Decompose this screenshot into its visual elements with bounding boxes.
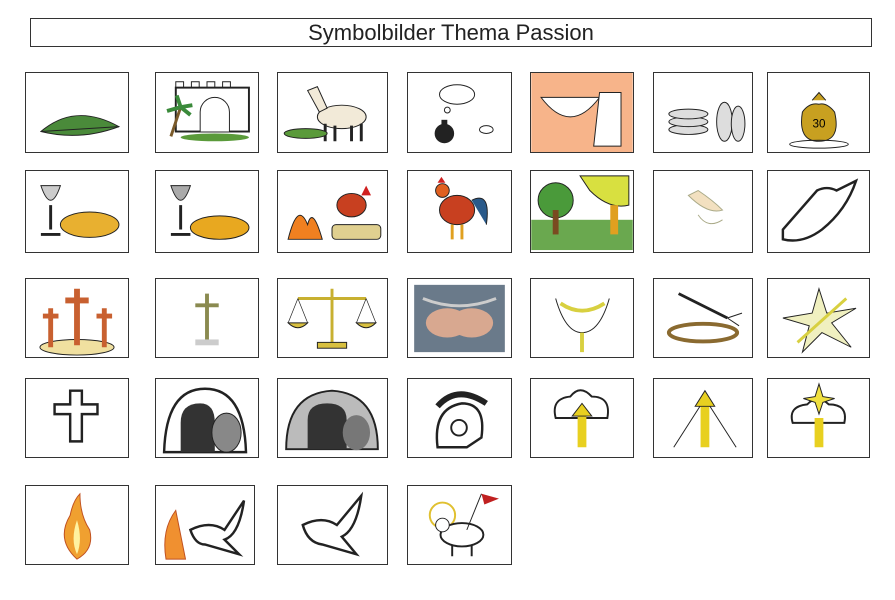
page-title: Symbolbilder Thema Passion [30, 18, 872, 47]
chalice-bread-grey-icon [170, 185, 250, 240]
symbol-card-cross-grey [155, 278, 259, 358]
symbol-card-scales [277, 278, 388, 358]
symbol-card-chalice-bread-grey [155, 170, 259, 253]
cloud-arrow-icon [553, 389, 609, 448]
roman-helmet-icon [435, 391, 488, 449]
rooster-icon [435, 176, 488, 240]
cross-outline-icon [53, 389, 99, 443]
symbol-card-crown-of-thorns-whip [653, 278, 753, 358]
symbol-card-bound-hands [530, 278, 634, 358]
symbol-card-arrow-light [653, 378, 753, 458]
money-bag-icon: 30 [789, 91, 849, 149]
garden-icon [531, 175, 633, 251]
bowl-and-pitcher-icon [531, 73, 633, 152]
symbol-card-cloud-arrow [530, 378, 634, 458]
three-crosses-icon [39, 288, 115, 356]
praying-hands-icon [781, 178, 859, 242]
symbol-card-rooster [407, 170, 512, 253]
praying-hands-small-icon [687, 189, 724, 225]
symbol-card-chalice-bread [25, 170, 129, 253]
chained-hands-photo-icon [414, 284, 505, 353]
symbol-card-chained-hands-photo [407, 278, 512, 358]
svg-text:30: 30 [812, 118, 826, 131]
symbol-card-cross-outline [25, 378, 129, 458]
symbol-card-coins [653, 72, 753, 153]
tomb-open-icon [162, 387, 248, 454]
donkey-icon [283, 86, 367, 142]
coins-icon [668, 101, 746, 142]
cross-grey-icon [195, 293, 219, 346]
shattered-light-icon [782, 287, 857, 354]
symbol-card-lamb-with-flag [407, 485, 512, 565]
symbol-card-roman-helmet [407, 378, 512, 458]
symbol-card-tomb-open [155, 378, 259, 458]
symbol-card-praying-hands [767, 170, 870, 253]
symbol-card-praying-hands-small [653, 170, 753, 253]
symbol-card-tomb-grey [277, 378, 388, 458]
symbol-card-money-bag: 30 [767, 72, 870, 153]
cloud-arrow-star-icon [790, 382, 846, 448]
scales-icon [286, 288, 378, 349]
symbol-card-shattered-light [767, 278, 870, 358]
symbol-card-city-gate-palm [155, 72, 259, 153]
symbol-card-flame [25, 485, 129, 565]
symbol-card-donkey [277, 72, 388, 153]
arrow-light-icon [673, 389, 737, 448]
lamb-with-flag-icon [428, 493, 499, 557]
ointment-jar-icon [434, 84, 494, 144]
symbol-card-cloud-arrow-star [767, 378, 870, 458]
city-gate-palm-icon [166, 81, 250, 142]
symbol-card-ointment-jar [407, 72, 512, 153]
chalice-bread-icon [40, 185, 120, 238]
tomb-grey-icon [285, 389, 379, 451]
dove-icon [301, 491, 364, 557]
flame-icon [63, 492, 92, 560]
bound-hands-icon [555, 298, 610, 353]
symbol-card-garden [530, 170, 634, 253]
crown-of-thorns-whip-icon [666, 292, 743, 344]
symbol-card-bowl-and-pitcher [530, 72, 634, 153]
symbol-card-dove [277, 485, 388, 565]
symbol-card-palm-branch [25, 72, 129, 153]
symbol-card-three-crosses [25, 278, 129, 358]
palm-branch-icon [39, 115, 121, 136]
dove-fire-icon [164, 499, 246, 560]
symbol-card-dove-fire [155, 485, 255, 565]
rooster-fire-icon [287, 185, 382, 240]
symbol-card-rooster-fire [277, 170, 388, 253]
